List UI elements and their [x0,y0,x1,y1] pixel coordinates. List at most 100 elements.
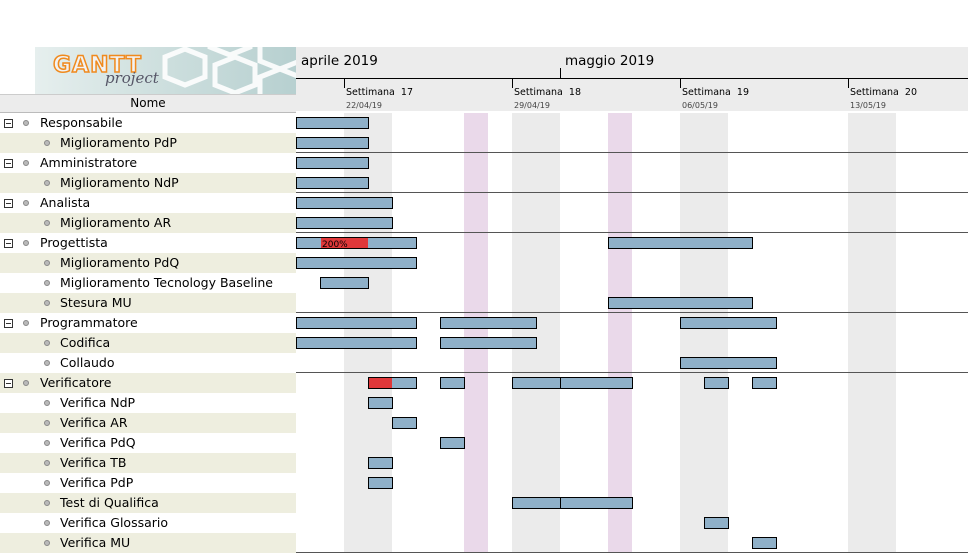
task-bar [440,337,537,349]
weekend-band [512,113,536,553]
weekend-band [704,113,728,553]
collapse-toggle-icon[interactable] [4,199,13,208]
week-tick [680,79,681,88]
task-bar [560,377,633,389]
task-row[interactable]: Stesura MU [0,293,296,313]
bullet-icon [44,460,50,466]
task-bar [512,497,561,509]
task-name: Miglioramento AR [60,215,172,230]
task-row[interactable]: Codifica [0,333,296,353]
bullet-icon [44,140,50,146]
bullet-icon [23,200,29,206]
task-bar [296,317,417,329]
bullet-icon [44,220,50,226]
overload-label: 200% [322,240,348,250]
logo-subtitle: project [105,69,159,87]
task-row[interactable]: Miglioramento AR [0,213,296,233]
collapse-toggle-icon[interactable] [4,379,13,388]
task-row[interactable]: Miglioramento PdP [0,133,296,153]
task-row[interactable]: Verifica TB [0,453,296,473]
task-name: Verifica Glossario [60,515,169,530]
task-row[interactable]: Verifica PdQ [0,433,296,453]
resource-row[interactable]: Programmatore [0,313,296,333]
week-date: 13/05/19 [850,101,886,110]
collapse-toggle-icon[interactable] [4,119,13,128]
task-name: Progettista [40,235,108,250]
resource-row[interactable]: Amministratore [0,153,296,173]
task-name: Responsabile [40,115,123,130]
hexagon-pattern-icon [162,47,296,94]
task-name: Amministratore [40,155,138,170]
bullet-icon [23,160,29,166]
bullet-icon [44,340,50,346]
task-row[interactable]: Verifica NdP [0,393,296,413]
collapse-toggle-icon[interactable] [4,159,13,168]
task-name: Miglioramento Tecnology Baseline [60,275,273,290]
task-bar [296,257,417,269]
task-row[interactable]: Test di Qualifica [0,493,296,513]
overload-bar [321,238,368,248]
bullet-icon [44,480,50,486]
gantt-chart-area: 200% [296,113,968,553]
resource-row[interactable]: Analista [0,193,296,213]
task-name: Verifica PdP [60,475,134,490]
week-date: 29/04/19 [514,101,550,110]
task-row[interactable]: Verifica Glossario [0,513,296,533]
bullet-icon [44,420,50,426]
task-name: Stesura MU [60,295,132,310]
task-row[interactable]: Miglioramento PdQ [0,253,296,273]
task-bar [320,277,369,289]
week-label: Settimana 18 [514,87,582,98]
task-bar [440,377,465,389]
bullet-icon [23,120,29,126]
task-bar [296,197,393,209]
weekend-band [848,113,872,553]
task-row[interactable]: Verifica AR [0,413,296,433]
logo-word: GANTT [52,52,143,79]
month-separator [560,68,561,78]
task-name: Miglioramento PdQ [60,255,180,270]
collapse-toggle-icon[interactable] [4,239,13,248]
task-row[interactable]: Miglioramento Tecnology Baseline [0,273,296,293]
task-bar [296,177,369,189]
resource-row[interactable]: Progettista [0,233,296,253]
task-name: Collaudo [60,355,115,370]
task-bar [704,377,729,389]
week-tick [512,79,513,88]
week-tick [848,79,849,88]
task-bar [704,517,729,529]
week-date: 22/04/19 [346,101,382,110]
task-row[interactable]: Collaudo [0,353,296,373]
task-name: Programmatore [40,315,138,330]
task-name: Miglioramento PdP [60,135,177,150]
task-bar [608,297,753,309]
task-name: Verifica PdQ [60,435,136,450]
task-name: Verifica TB [60,455,127,470]
task-row[interactable]: Verifica MU [0,533,296,553]
week-label: Settimana 20 [850,87,918,98]
resource-row[interactable]: Responsabile [0,113,296,133]
task-bar [368,457,393,469]
task-name: Verifica MU [60,535,131,550]
task-name: Verifica NdP [60,395,136,410]
task-row[interactable]: Verifica PdP [0,473,296,493]
bullet-icon [44,520,50,526]
bullet-icon [23,240,29,246]
holiday-band [464,113,488,553]
collapse-toggle-icon[interactable] [4,319,13,328]
bullet-icon [44,300,50,306]
task-bar [560,497,633,509]
holiday-band [608,113,632,553]
name-column-header[interactable]: Nome [0,94,296,113]
bullet-icon [44,260,50,266]
task-row[interactable]: Miglioramento NdP [0,173,296,193]
bullet-icon [44,280,50,286]
task-bar [368,397,393,409]
bullet-icon [44,400,50,406]
week-label: Settimana 17 [346,87,414,98]
task-name: Miglioramento NdP [60,175,179,190]
overload-bar [369,378,392,388]
resource-row[interactable]: Verificatore [0,373,296,393]
task-bar [296,157,369,169]
